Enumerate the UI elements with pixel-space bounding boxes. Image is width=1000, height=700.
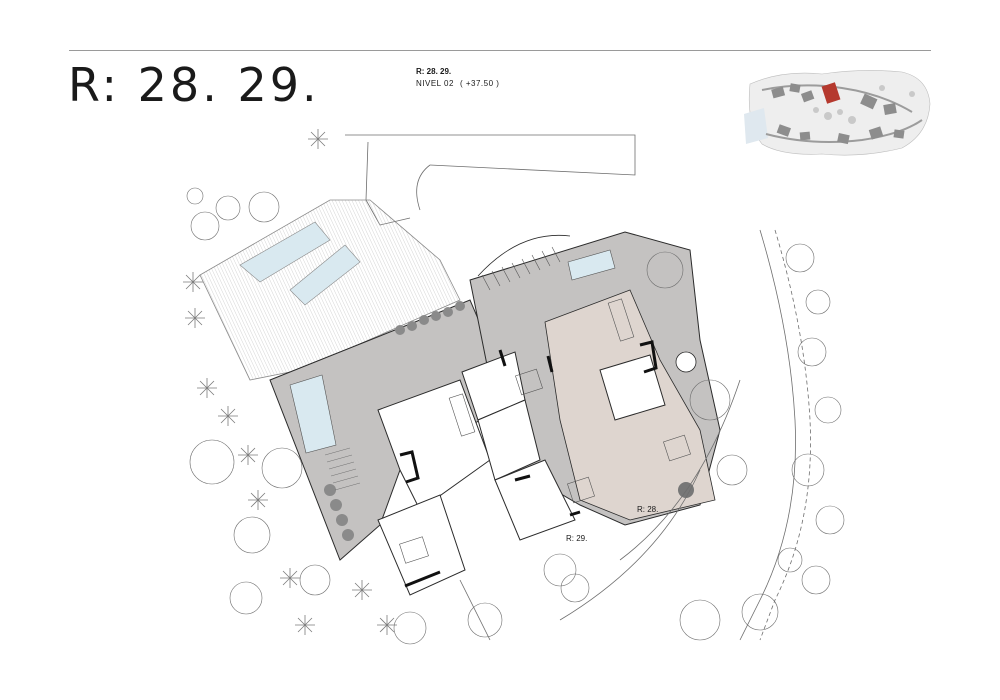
level-label: NIVEL 02	[416, 79, 454, 88]
site-key-highlight	[821, 82, 841, 104]
header-rule	[69, 50, 931, 51]
plan-meta-unit: R: 28. 29.	[416, 67, 452, 76]
plan-meta: R: 28. 29. NIVEL 02 ( +37.50 )	[416, 66, 499, 90]
plan-meta-level: NIVEL 02 ( +37.50 )	[416, 78, 499, 90]
page-title: R: 28. 29.	[68, 58, 320, 112]
unit-label-r29: R: 29.	[566, 534, 587, 543]
level-elevation: ( +37.50 )	[459, 79, 500, 88]
unit-label-r28: R: 28.	[637, 505, 658, 514]
site-trees	[186, 187, 845, 645]
lower-roof-terrace	[199, 199, 461, 381]
site-key-map	[744, 70, 931, 156]
